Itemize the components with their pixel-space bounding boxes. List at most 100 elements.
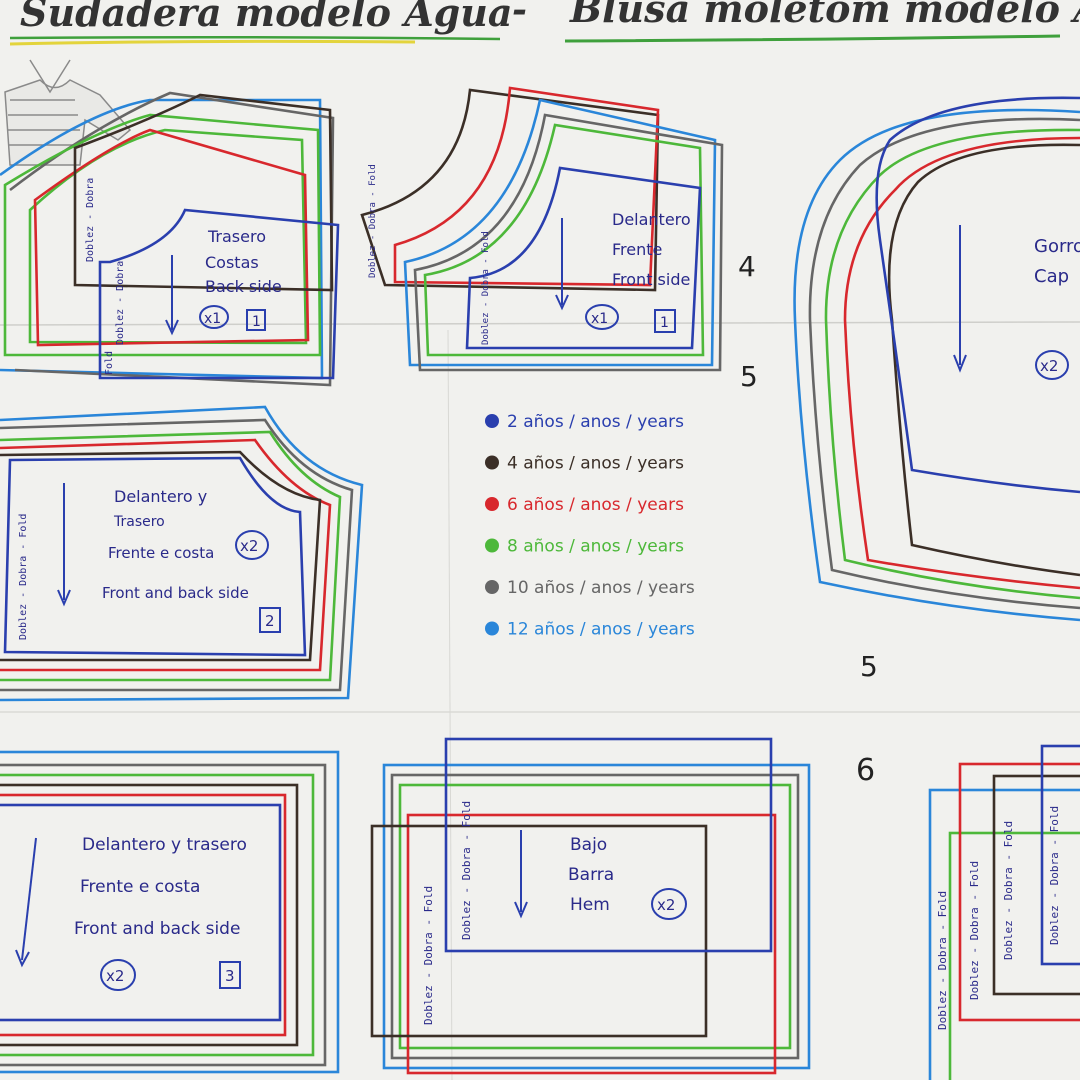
- size-10-outline: [413, 113, 724, 372]
- piece-number-box: [246, 309, 266, 331]
- pocket-piece-labels: Delantero y trasero Frente e costa Front…: [15, 835, 247, 991]
- cap-label-line-1: Gorro: [1034, 236, 1080, 257]
- size-8-outline: [0, 773, 315, 1057]
- pattern-sleeve-piece: [0, 405, 364, 702]
- size-12-outline: [928, 788, 1080, 1080]
- legend-label: 12 años / anos / years: [507, 620, 695, 640]
- hem-label-line-1: Bajo: [570, 835, 607, 855]
- back-qty: x1: [204, 311, 221, 327]
- hem-qty: x2: [657, 896, 675, 914]
- size-4-outline: [370, 824, 708, 1038]
- size-8-outline: [0, 430, 342, 682]
- size-2-outline: [1040, 744, 1080, 966]
- size-2-outline: [875, 96, 1080, 494]
- size-6-outline: [843, 136, 1080, 590]
- back-piece-labels: Trasero Costas Back side x1 1 Doblez - D…: [85, 178, 282, 375]
- size-12-outline: [403, 98, 717, 367]
- cap-piece-labels: Gorro Cap x2: [953, 225, 1080, 380]
- size-8-outline: [3, 113, 322, 357]
- qty-badge: [235, 530, 269, 560]
- legend-label: 2 años / anos / years: [507, 412, 684, 432]
- cuff-piece-labels: Doblez - Dobra - Fold Doblez - Dobra - F…: [936, 806, 1061, 1030]
- sheet-number-6: 6: [856, 753, 875, 788]
- cuff-fold-label-2: Doblez - Dobra - Fold: [968, 861, 981, 1000]
- title-underline-green: [9, 35, 501, 41]
- cap-label-line-2: Cap: [1034, 266, 1069, 287]
- size-12-outline: [0, 405, 364, 702]
- size-6-outline: [406, 813, 777, 1075]
- back-fold-label-2: Doblez - Dobra: [115, 261, 126, 345]
- size-6-outline: [958, 762, 1080, 1022]
- size-12-outline: [0, 750, 340, 1074]
- size-4-outline: [73, 93, 334, 292]
- title-separator: -: [512, 0, 527, 31]
- size-12-outline: [382, 763, 811, 1070]
- pattern-pocket-piece: [0, 750, 340, 1074]
- back-label-line-2: Costas: [205, 253, 259, 272]
- back-label-line-1: Trasero: [207, 227, 266, 246]
- hem-label-line-3: Hem: [570, 895, 610, 915]
- front-piece-labels: Delantero Frente Front side x1 1 Doblez …: [368, 164, 691, 345]
- qty-badge: [100, 959, 136, 991]
- legend-dot: [485, 538, 499, 553]
- sleeve-label-line-1: Delantero y: [114, 487, 207, 506]
- size-12-outline: [793, 108, 1080, 622]
- pocket-label-line-2: Frente e costa: [80, 877, 200, 897]
- pocket-qty: x2: [106, 967, 124, 985]
- hem-fold-label: Doblez - Dobra - Fold: [460, 801, 473, 940]
- legend-label: 6 años / anos / years: [507, 495, 684, 515]
- cap-qty: x2: [1040, 357, 1058, 375]
- sheet-number-4: 4: [738, 250, 756, 283]
- size-4-outline: [360, 88, 660, 292]
- size-12-outline: [0, 98, 324, 380]
- size-2-outline: [0, 803, 282, 1022]
- qty-badge: [585, 304, 619, 330]
- front-label-line-1: Delantero: [612, 210, 691, 229]
- hem-piece-labels: Bajo Barra Hem x2 Doblez - Dobra - Fold …: [422, 801, 687, 1025]
- size-8-outline: [398, 783, 792, 1050]
- qty-badge: [199, 305, 229, 329]
- front-qty: x1: [591, 311, 608, 327]
- grain-arrow-head: [555, 294, 569, 311]
- grain-arrow-head: [57, 589, 71, 607]
- grain-arrow-head: [953, 354, 967, 373]
- front-piece-number: 1: [660, 315, 669, 331]
- size-8-outline: [824, 128, 1080, 600]
- sleeve-label-line-4: Front and back side: [102, 584, 249, 602]
- legend-label: 8 años / anos / years: [507, 537, 684, 557]
- legend-dot: [485, 497, 499, 511]
- size-10-outline: [9, 91, 335, 387]
- sleeve-piece-number: 2: [265, 612, 275, 630]
- sleeve-piece-labels: Delantero y Trasero Frente e costa Front…: [18, 483, 281, 640]
- size-10-outline: [808, 117, 1080, 610]
- title-underline-yellow: [9, 39, 416, 46]
- front-label-line-2: Frente: [612, 240, 662, 259]
- piece-number-box: [219, 961, 241, 989]
- size-6-outline: [393, 86, 660, 287]
- size-2-outline: [465, 166, 702, 350]
- pocket-label-line-3: Front and back side: [74, 919, 240, 939]
- pattern-hem-piece: [370, 737, 811, 1075]
- grain-arrow-head: [15, 949, 30, 968]
- qty-badge: [651, 888, 687, 920]
- hem-label-line-2: Barra: [568, 865, 614, 885]
- size-8-outline: [423, 123, 705, 357]
- size-6-outline: [0, 793, 287, 1037]
- size-6-outline: [33, 128, 310, 347]
- sheet-number-5-b: 5: [860, 650, 878, 683]
- pattern-back-piece: [0, 91, 340, 387]
- size-6-outline: [0, 438, 332, 672]
- back-label-line-3: Back side: [205, 277, 282, 296]
- back-piece-number: 1: [252, 314, 261, 330]
- sheet-joint-line: [0, 321, 1080, 326]
- legend-dot: [485, 455, 499, 470]
- hem-fold-label-2: Doblez - Dobra - Fold: [422, 886, 435, 1025]
- piece-number-box: [654, 309, 676, 333]
- qty-badge: [1035, 350, 1069, 380]
- sleeve-label-line-2: Trasero: [113, 514, 165, 530]
- pocket-piece-number: 3: [225, 967, 235, 985]
- grain-arrow: [21, 837, 37, 961]
- cuff-fold-label-4: Doblez - Dobra - Fold: [1048, 806, 1061, 945]
- grain-arrow-head: [514, 901, 528, 919]
- pattern-cuff-piece: [928, 744, 1080, 1080]
